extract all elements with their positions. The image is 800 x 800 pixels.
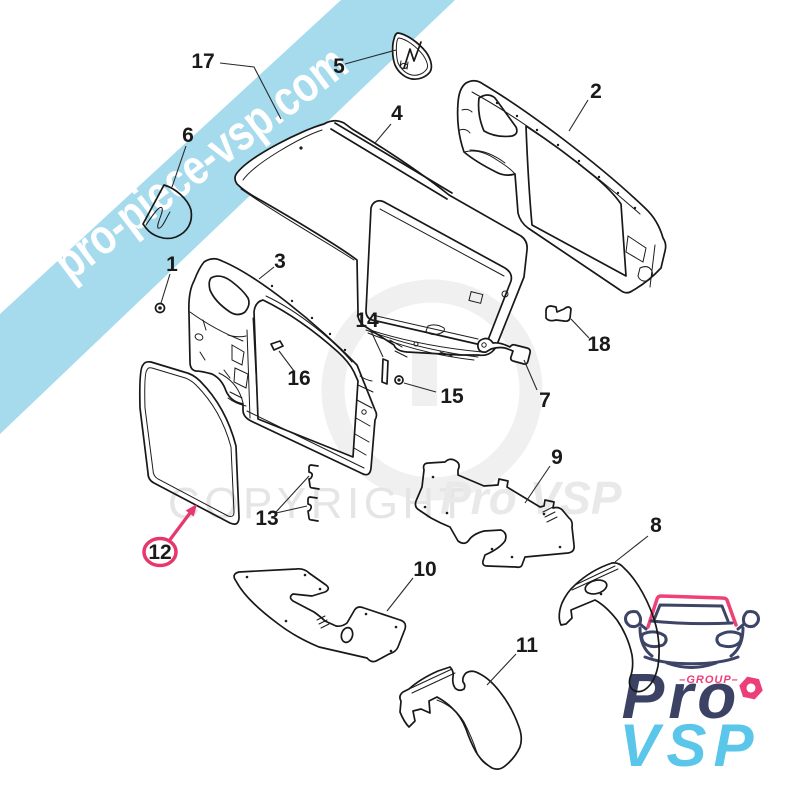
svg-text:16: 16 xyxy=(287,367,310,390)
svg-text:1: 1 xyxy=(166,253,178,276)
svg-text:14: 14 xyxy=(355,309,379,332)
svg-text:5: 5 xyxy=(333,55,345,78)
svg-text:13: 13 xyxy=(255,507,278,530)
svg-text:6: 6 xyxy=(182,124,194,147)
svg-text:3: 3 xyxy=(274,250,286,273)
svg-text:4: 4 xyxy=(391,102,403,125)
svg-text:8: 8 xyxy=(650,514,662,537)
svg-text:Pro: Pro xyxy=(622,660,741,732)
svg-text:17: 17 xyxy=(191,50,214,73)
svg-text:7: 7 xyxy=(539,389,551,412)
svg-text:18: 18 xyxy=(587,333,611,356)
svg-text:15: 15 xyxy=(440,385,464,408)
svg-text:12: 12 xyxy=(148,541,171,564)
svg-text:2: 2 xyxy=(590,80,602,103)
svg-text:–GROUP–: –GROUP– xyxy=(679,674,739,686)
svg-text:10: 10 xyxy=(413,558,436,581)
svg-text:9: 9 xyxy=(551,446,563,469)
svg-text:VSP: VSP xyxy=(619,712,760,779)
svg-text:11: 11 xyxy=(516,634,539,657)
svg-text:COPYRIGHT: COPYRIGHT xyxy=(168,479,470,528)
